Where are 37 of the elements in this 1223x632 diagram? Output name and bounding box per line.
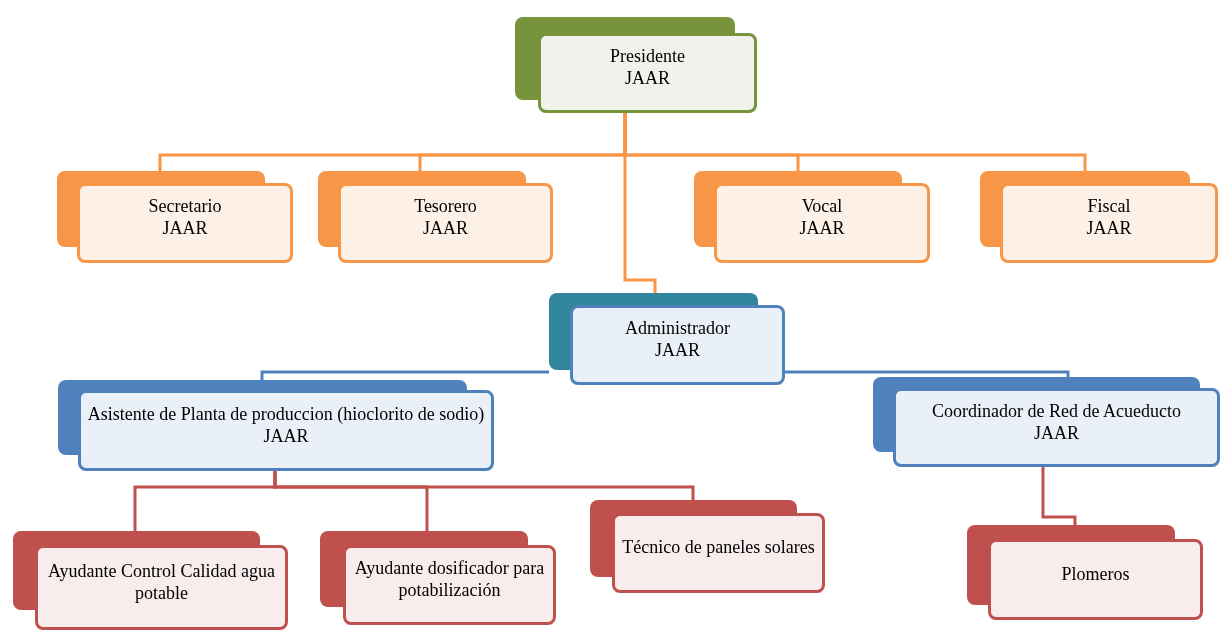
role-title: Tesorero bbox=[414, 195, 477, 217]
role-title: Presidente bbox=[610, 45, 685, 67]
role-title: Administrador bbox=[625, 317, 730, 339]
org-chart-box bbox=[13, 531, 288, 630]
role-title: Técnico de paneles solares bbox=[622, 536, 815, 558]
role-title: Coordinador de Red de Acueducto bbox=[932, 399, 1181, 422]
role-title: Plomeros bbox=[1061, 562, 1130, 585]
connector-line bbox=[273, 471, 695, 500]
role-title: JAAR bbox=[162, 217, 208, 239]
role-title: JAAR bbox=[1086, 217, 1132, 239]
connector-line bbox=[623, 113, 657, 293]
org-chart-box bbox=[515, 17, 757, 113]
org-chart-box bbox=[549, 293, 785, 385]
role-title: JAAR bbox=[1034, 421, 1079, 444]
role-title: JAAR bbox=[423, 217, 468, 239]
role-title: Secretario bbox=[148, 195, 222, 217]
role-title: Vocal bbox=[801, 195, 843, 217]
role-title: Ayudante Control Calidad agua potable bbox=[47, 559, 276, 604]
org-chart-box bbox=[967, 525, 1203, 620]
org-chart-box bbox=[980, 171, 1218, 263]
org-chart-box bbox=[318, 171, 553, 263]
org-chart-box bbox=[873, 377, 1220, 467]
role-title: Asistente de Planta de produccion (hioclorito de sodio) bbox=[87, 402, 485, 425]
connector-line bbox=[785, 370, 1070, 377]
role-title: JAAR bbox=[799, 217, 845, 239]
org-chart-box bbox=[694, 171, 930, 263]
connector-line bbox=[1041, 467, 1077, 525]
connector-line bbox=[260, 370, 549, 380]
role-title: Fiscal bbox=[1087, 195, 1131, 217]
role-title: Ayudante dosificador para potabilización bbox=[353, 557, 546, 601]
org-chart-box bbox=[320, 531, 556, 625]
org-chart-box bbox=[58, 380, 494, 471]
role-title: JAAR bbox=[655, 339, 700, 361]
role-title: JAAR bbox=[263, 424, 309, 447]
org-chart-box bbox=[590, 500, 825, 593]
org-chart-box bbox=[57, 171, 293, 263]
role-title: JAAR bbox=[625, 67, 670, 89]
